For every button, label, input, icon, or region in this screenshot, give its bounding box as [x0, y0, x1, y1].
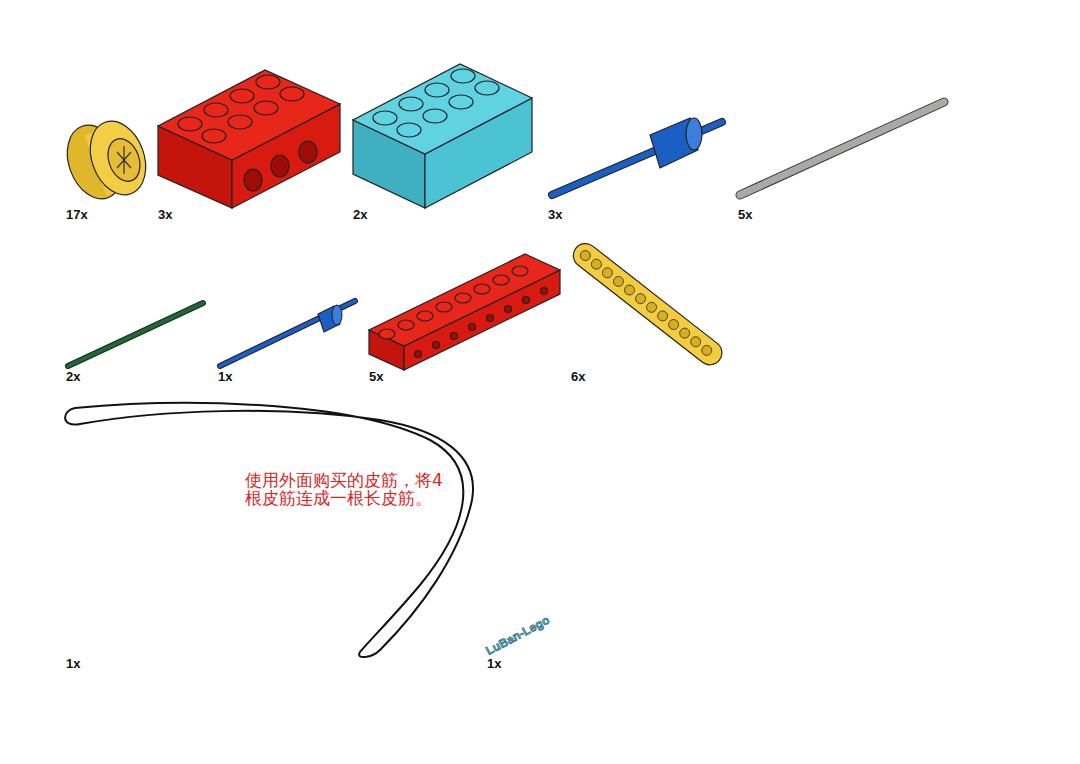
quantity-label: 5x — [738, 208, 752, 222]
quantity-label: 2x — [353, 208, 367, 222]
rubber-band — [65, 403, 473, 657]
quantity-label: 3x — [158, 208, 172, 222]
blue-axle-gear — [552, 118, 722, 195]
watermark: LuBan-Lego — [483, 613, 551, 658]
red-brick — [158, 70, 340, 208]
quantity-label: 3x — [548, 208, 562, 222]
quantity-label: 1x — [487, 657, 501, 671]
green-axle — [68, 303, 203, 366]
instruction-note: 使用外面购买的皮筋，将4根皮筋连成一根长皮筋。 — [245, 472, 455, 508]
quantity-label: 6x — [571, 370, 585, 384]
quantity-label: 17x — [66, 208, 88, 222]
pulley — [58, 113, 156, 206]
quantity-label: 1x — [66, 657, 80, 671]
quantity-label: 2x — [66, 370, 80, 384]
yellow-beam — [569, 239, 727, 370]
cyan-brick — [353, 64, 532, 208]
quantity-label: 5x — [369, 370, 383, 384]
red-technic-brick — [369, 254, 560, 370]
gray-axle — [740, 102, 944, 195]
quantity-label: 1x — [218, 370, 232, 384]
blue-axle-bush — [220, 301, 355, 366]
